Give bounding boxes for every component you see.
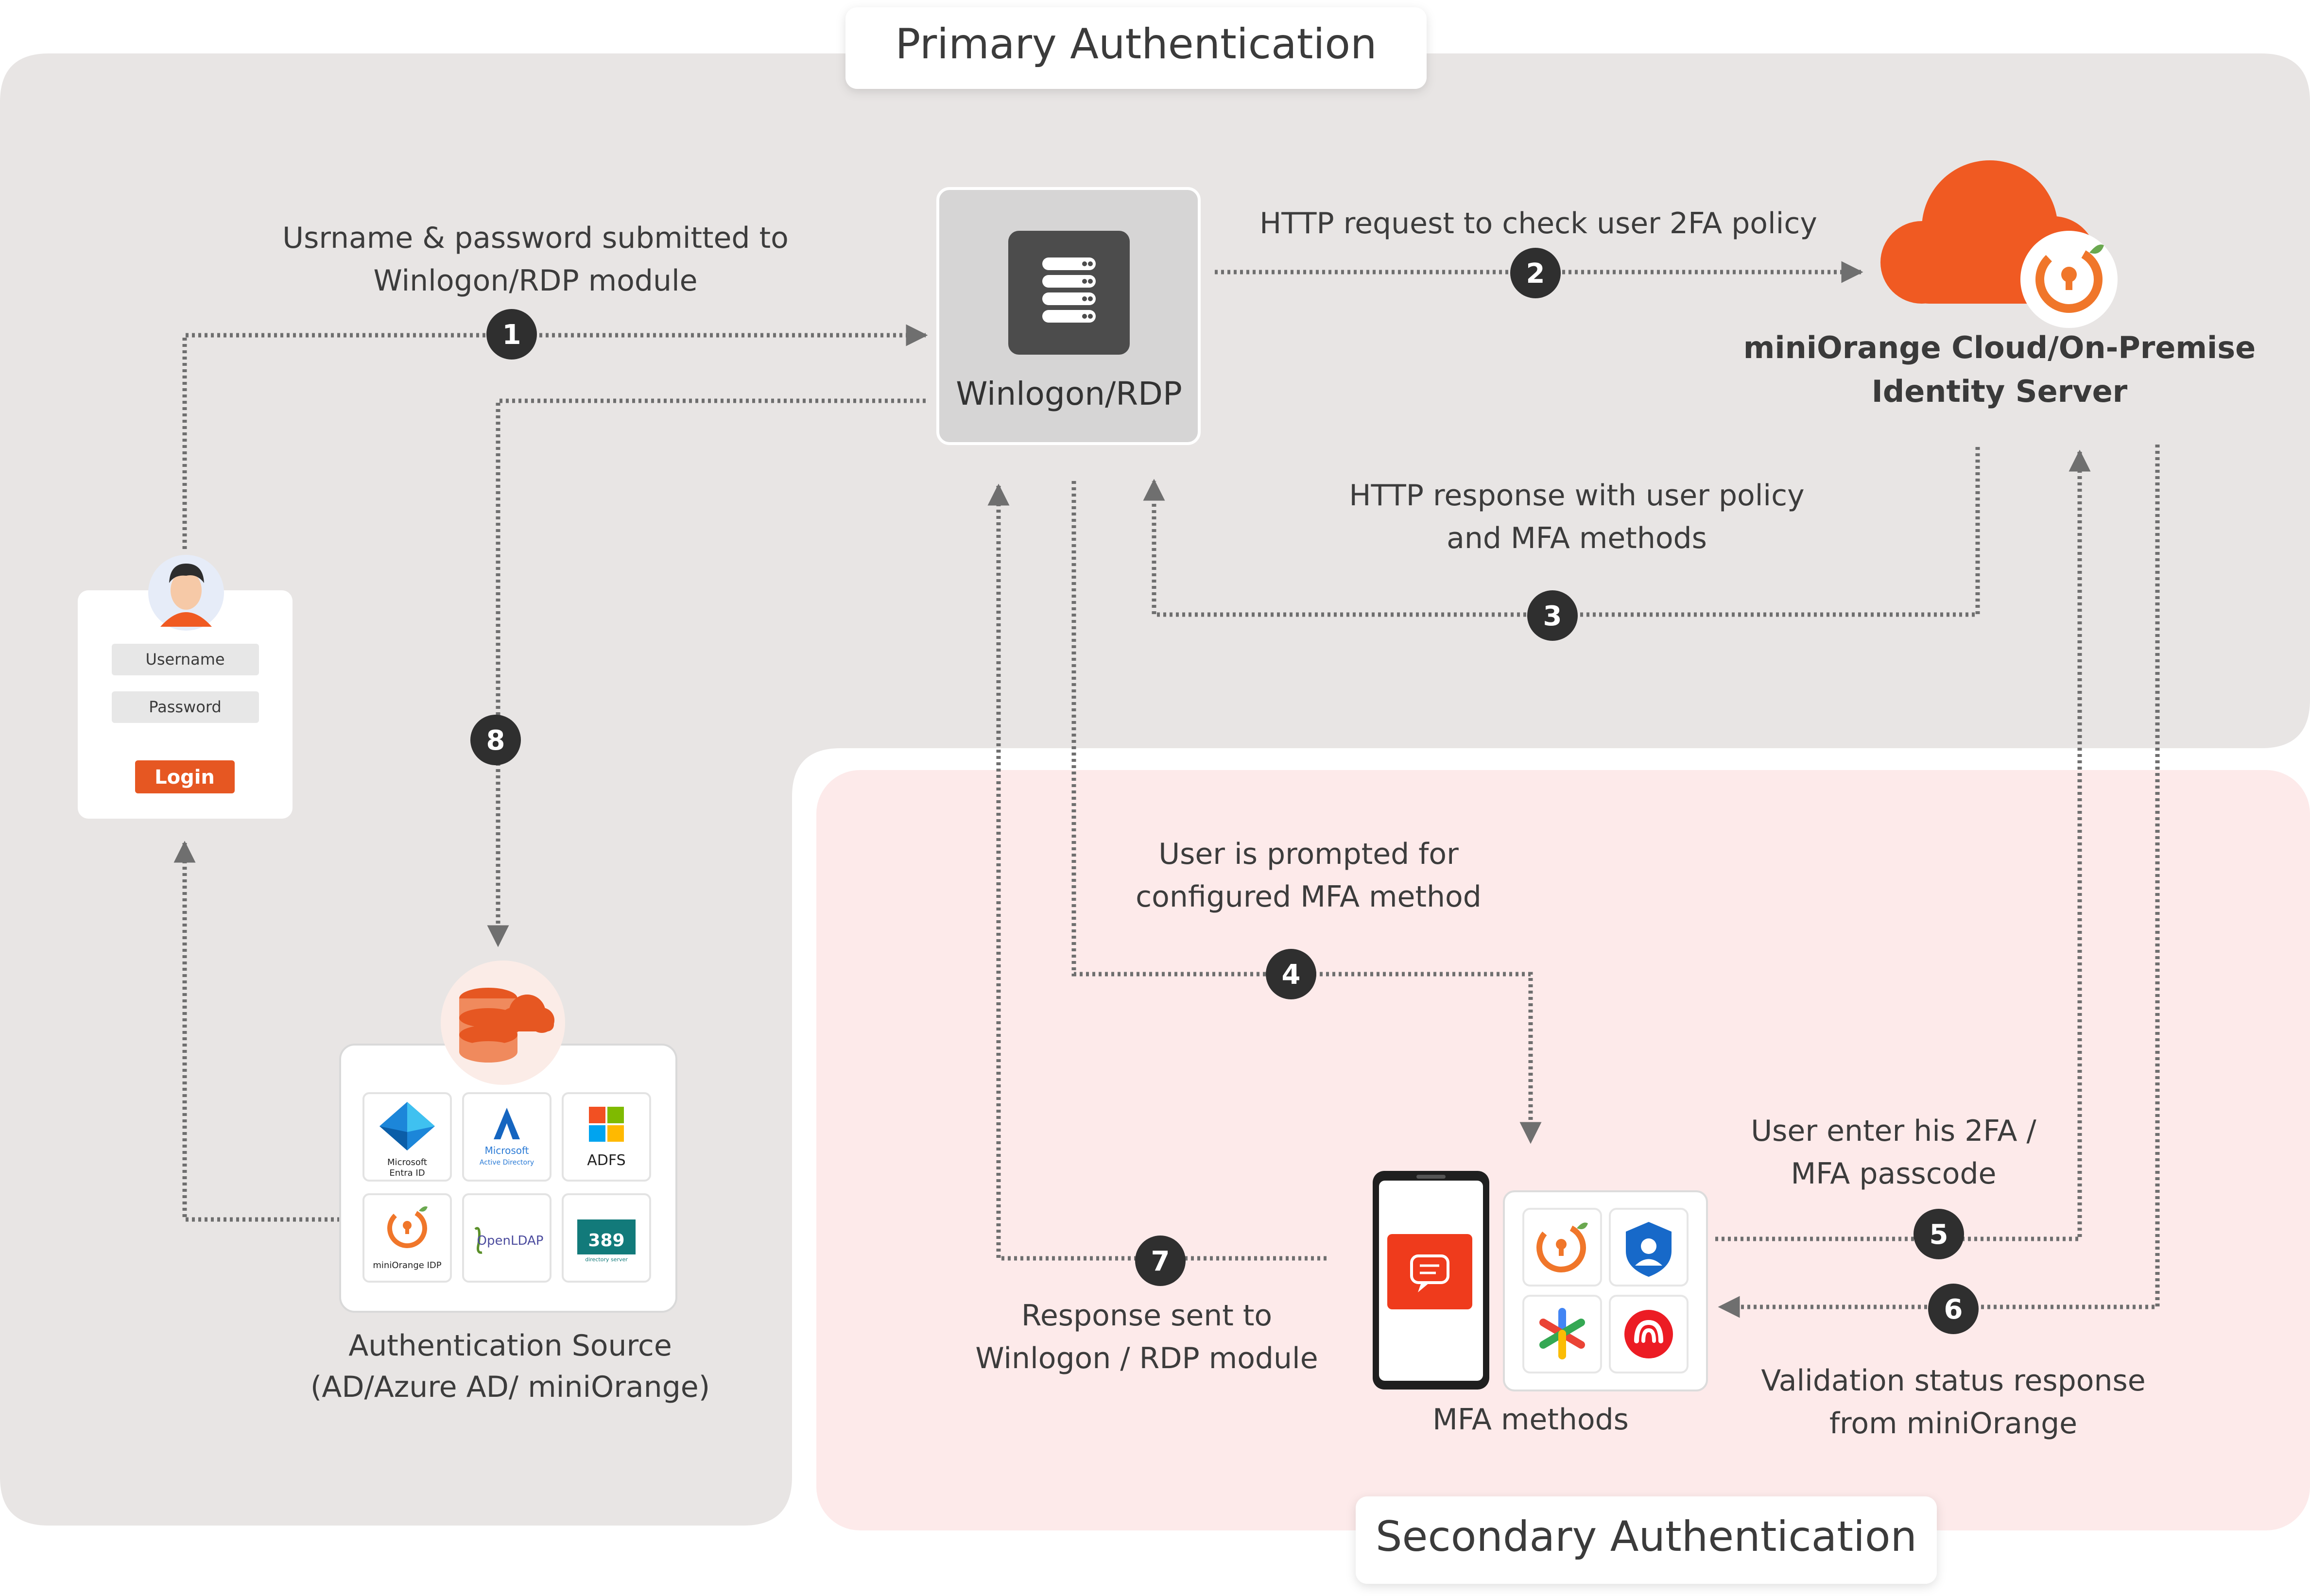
provider-active-directory: Microsoft Active Directory bbox=[462, 1092, 552, 1182]
entra-label-2: Entra ID bbox=[389, 1168, 425, 1178]
identity-server-node: miniOrange Cloud/On-Premise Identity Ser… bbox=[1743, 160, 2256, 409]
ad-label-2: Active Directory bbox=[480, 1159, 534, 1167]
svg-text:2: 2 bbox=[1526, 258, 1545, 290]
openldap-label: OpenLDAP bbox=[477, 1234, 544, 1248]
login-card: Username Password Login bbox=[78, 555, 293, 819]
user-avatar-icon bbox=[148, 555, 224, 631]
authentication-source-node: Microsoft Entra ID Microsoft Active Dire… bbox=[310, 961, 710, 1404]
password-placeholder: Password bbox=[149, 698, 221, 716]
step-badge-8: 8 bbox=[470, 715, 521, 765]
username-field[interactable] bbox=[112, 644, 259, 675]
connector-auth-to-login bbox=[173, 841, 340, 1222]
step-4-label-line1: User is prompted for bbox=[1158, 837, 1459, 871]
winlogon-label: Winlogon/RDP bbox=[956, 375, 1182, 412]
step-4-label-line2: configured MFA method bbox=[1136, 880, 1482, 914]
svg-text:8: 8 bbox=[486, 725, 505, 756]
step-5-label-line1: User enter his 2FA / bbox=[1751, 1114, 2036, 1148]
connector-5 bbox=[1715, 449, 2091, 1241]
step-1-label-line2: Winlogon/RDP module bbox=[373, 264, 697, 298]
miniorange-logo-icon bbox=[2020, 231, 2118, 328]
step-5-label-line2: MFA passcode bbox=[1791, 1157, 1997, 1191]
provider-entra-id: Microsoft Entra ID bbox=[362, 1092, 452, 1182]
ds389-sub-label: directory server bbox=[585, 1256, 628, 1263]
svg-text:7: 7 bbox=[1151, 1246, 1170, 1277]
svg-text:6: 6 bbox=[1944, 1294, 1963, 1325]
step-badge-3: 3 bbox=[1527, 590, 1578, 641]
step-3-label-line2: and MFA methods bbox=[1447, 521, 1707, 555]
svg-text:5: 5 bbox=[1930, 1219, 1948, 1251]
primary-title-text: Primary Authentication bbox=[896, 20, 1377, 69]
step-badge-5: 5 bbox=[1914, 1209, 1964, 1259]
ad-label-1: Microsoft bbox=[484, 1145, 529, 1156]
server-label-line2: Identity Server bbox=[1872, 374, 2128, 409]
provider-adfs: ADFS bbox=[562, 1092, 651, 1182]
login-button[interactable] bbox=[135, 760, 235, 793]
login-button-label: Login bbox=[155, 766, 215, 789]
connector-7 bbox=[987, 483, 1327, 1261]
step-1-label-line1: Usrname & password submitted to bbox=[282, 221, 789, 255]
username-placeholder: Username bbox=[145, 650, 224, 669]
auth-source-label-line1: Authentication Source bbox=[348, 1329, 672, 1363]
authenticator-apps-panel bbox=[1503, 1190, 1708, 1391]
phone-icon bbox=[1373, 1171, 1489, 1390]
miniorange-authenticator-icon bbox=[1522, 1208, 1602, 1287]
server-icon bbox=[1008, 231, 1130, 355]
adfs-label: ADFS bbox=[587, 1152, 625, 1169]
winlogon-rdp-node: Winlogon/RDP bbox=[936, 187, 1201, 445]
password-field[interactable] bbox=[112, 691, 259, 723]
connector-1 bbox=[182, 324, 928, 549]
entra-label-1: Microsoft bbox=[387, 1157, 427, 1167]
step-7-label-line2: Winlogon / RDP module bbox=[975, 1341, 1318, 1375]
microsoft-authenticator-icon bbox=[1609, 1208, 1689, 1287]
ds389-label: 389 bbox=[588, 1231, 624, 1251]
step-badge-4: 4 bbox=[1266, 949, 1316, 999]
mfa-methods-node: MFA methods bbox=[1373, 1171, 1708, 1437]
step-6-label-line1: Validation status response bbox=[1761, 1364, 2145, 1398]
step-badge-2: 2 bbox=[1510, 248, 1561, 298]
svg-text:4: 4 bbox=[1282, 959, 1301, 991]
step-badge-6: 6 bbox=[1928, 1284, 1979, 1334]
primary-authentication-title: Primary Authentication bbox=[845, 7, 1427, 89]
chat-icon bbox=[1387, 1234, 1472, 1309]
database-cloud-icon bbox=[441, 961, 565, 1085]
connector-3 bbox=[1143, 447, 1980, 617]
auth-source-label-line2: (AD/Azure AD/ miniOrange) bbox=[310, 1370, 710, 1404]
provider-389-directory: 389 directory server bbox=[562, 1193, 651, 1283]
step-6-label-line2: from miniOrange bbox=[1829, 1407, 2077, 1441]
step-3-label-line1: HTTP response with user policy bbox=[1349, 479, 1804, 513]
step-badge-7: 7 bbox=[1135, 1236, 1186, 1286]
server-label-line1: miniOrange Cloud/On-Premise bbox=[1743, 330, 2256, 365]
secondary-title-text: Secondary Authentication bbox=[1376, 1512, 1917, 1561]
google-authenticator-icon bbox=[1522, 1295, 1602, 1373]
step-7-label-line1: Response sent to bbox=[1021, 1299, 1272, 1333]
authy-icon bbox=[1609, 1295, 1689, 1373]
svg-text:3: 3 bbox=[1543, 601, 1562, 632]
step-badge-1: 1 bbox=[486, 309, 537, 360]
mo-idp-label: miniOrange IDP bbox=[373, 1260, 441, 1270]
provider-miniorange-idp: miniOrange IDP bbox=[362, 1193, 452, 1283]
mfa-methods-label: MFA methods bbox=[1432, 1403, 1629, 1437]
secondary-authentication-region bbox=[816, 770, 2310, 1530]
step-2-label: HTTP request to check user 2FA policy bbox=[1259, 206, 1817, 240]
secondary-authentication-title: Secondary Authentication bbox=[1356, 1496, 1937, 1584]
svg-text:1: 1 bbox=[502, 319, 521, 351]
provider-openldap: OpenLDAP bbox=[462, 1193, 552, 1283]
